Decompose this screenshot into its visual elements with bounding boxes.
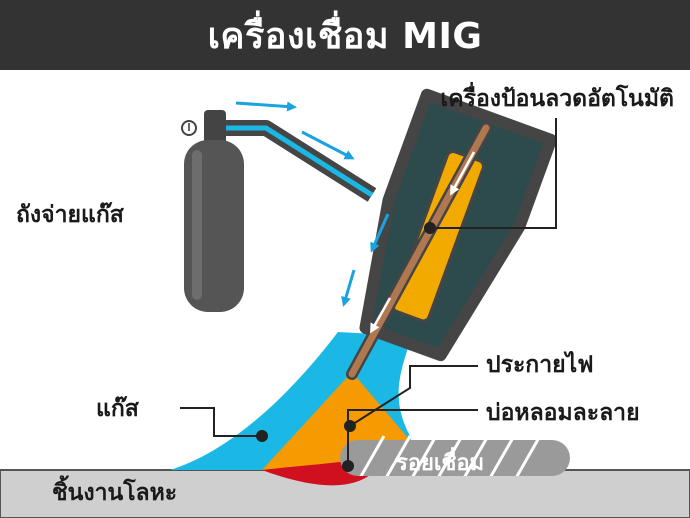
label-gas-cylinder: ถังจ่ายแก๊ส (16, 201, 125, 228)
gas-cylinder (184, 110, 244, 312)
gas-hose (224, 120, 377, 202)
header-bar: เครื่องเชื่อม MIG (0, 0, 690, 70)
label-weld-pool: บ่อหลอมละลาย (486, 400, 640, 426)
label-gas: แก๊ส (96, 395, 140, 422)
weld-bead (340, 435, 570, 476)
welding-torch (359, 88, 557, 362)
leader-dots (256, 222, 436, 472)
label-workpiece: ชิ้นงานโลหะ (52, 475, 177, 506)
label-arc: ประกายไฟ (486, 350, 593, 378)
label-wire-feeder: เครื่องป้อนลวดอัตโนมัติ (440, 81, 674, 112)
pressure-gauge-icon (181, 120, 197, 136)
label-weld-bead: รอยเชื่อม (396, 446, 484, 476)
wire-feed-arrows (370, 151, 476, 334)
page-title: เครื่องเชื่อม MIG (207, 15, 483, 57)
gas-flow-arrows (235, 101, 390, 307)
leader-lines (180, 118, 557, 466)
